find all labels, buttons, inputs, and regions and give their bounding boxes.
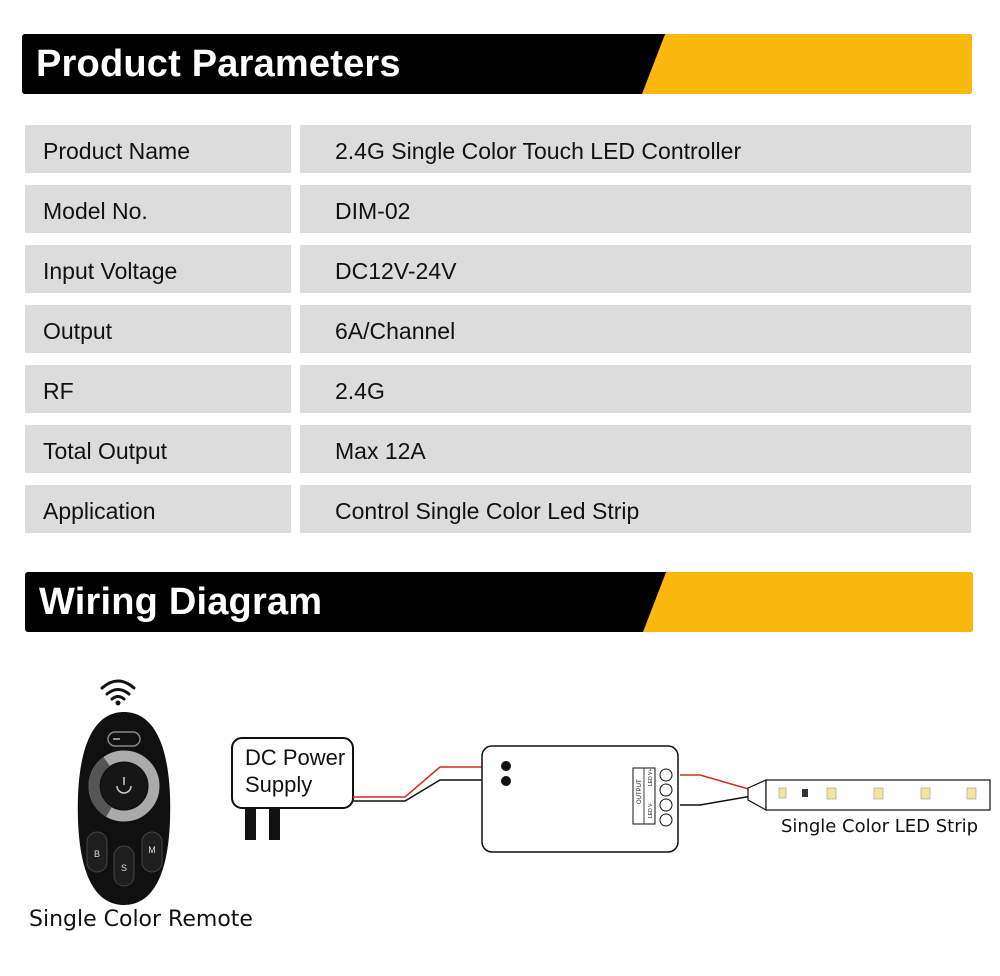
remote-icon: B S M	[77, 712, 171, 905]
param-row-product-name: Product Name 2.4G Single Color Touch LED…	[25, 125, 971, 173]
wiring-diagram-banner: Wiring Diagram	[25, 572, 973, 632]
banner-accent	[642, 34, 972, 94]
param-value: Max 12A	[300, 425, 971, 473]
param-value: Control Single Color Led Strip	[300, 485, 971, 533]
param-value: DC12V-24V	[300, 245, 971, 293]
param-value: 2.4G	[300, 365, 971, 413]
param-value: 6A/Channel	[300, 305, 971, 353]
param-label: Model No.	[25, 185, 291, 233]
param-label: RF	[25, 365, 291, 413]
output-label: OUTPUT	[637, 779, 643, 804]
param-value: 2.4G Single Color Touch LED Controller	[300, 125, 971, 173]
remote-b-label: B	[94, 849, 100, 859]
param-row-rf: RF 2.4G	[25, 365, 971, 413]
remote-m-label: M	[148, 845, 156, 855]
power-supply-label-line1: DC Power	[245, 745, 345, 770]
param-label: Output	[25, 305, 291, 353]
power-supply-icon: DC Power Supply	[231, 737, 354, 840]
wiring-diagram-title: Wiring Diagram	[39, 581, 323, 623]
wifi-icon	[100, 679, 136, 706]
param-row-model-no: Model No. DIM-02	[25, 185, 971, 233]
param-label: Product Name	[25, 125, 291, 173]
led-strip-icon	[747, 779, 991, 812]
product-parameters-title: Product Parameters	[36, 43, 401, 85]
param-label: Input Voltage	[25, 245, 291, 293]
power-supply-label-line2: Supply	[245, 772, 312, 797]
param-label: Total Output	[25, 425, 291, 473]
param-row-application: Application Control Single Color Led Str…	[25, 485, 971, 533]
output-wires	[680, 774, 753, 806]
param-row-input-voltage: Input Voltage DC12V-24V	[25, 245, 971, 293]
product-parameters-banner: Product Parameters	[22, 34, 972, 94]
led-neg-label: LED V-	[648, 802, 654, 818]
banner-accent	[643, 572, 973, 632]
controller-icon: OUTPUT LED V+ LED V-	[481, 745, 679, 853]
param-row-total-output: Total Output Max 12A	[25, 425, 971, 473]
remote-s-label: S	[121, 863, 127, 873]
param-value: DIM-02	[300, 185, 971, 233]
input-wires	[353, 766, 486, 802]
led-strip-caption: Single Color LED Strip	[781, 816, 979, 837]
param-label: Application	[25, 485, 291, 533]
param-row-output: Output 6A/Channel	[25, 305, 971, 353]
led-pos-label: LED V+	[648, 769, 654, 786]
remote-caption: Single Color Remote	[29, 907, 253, 932]
